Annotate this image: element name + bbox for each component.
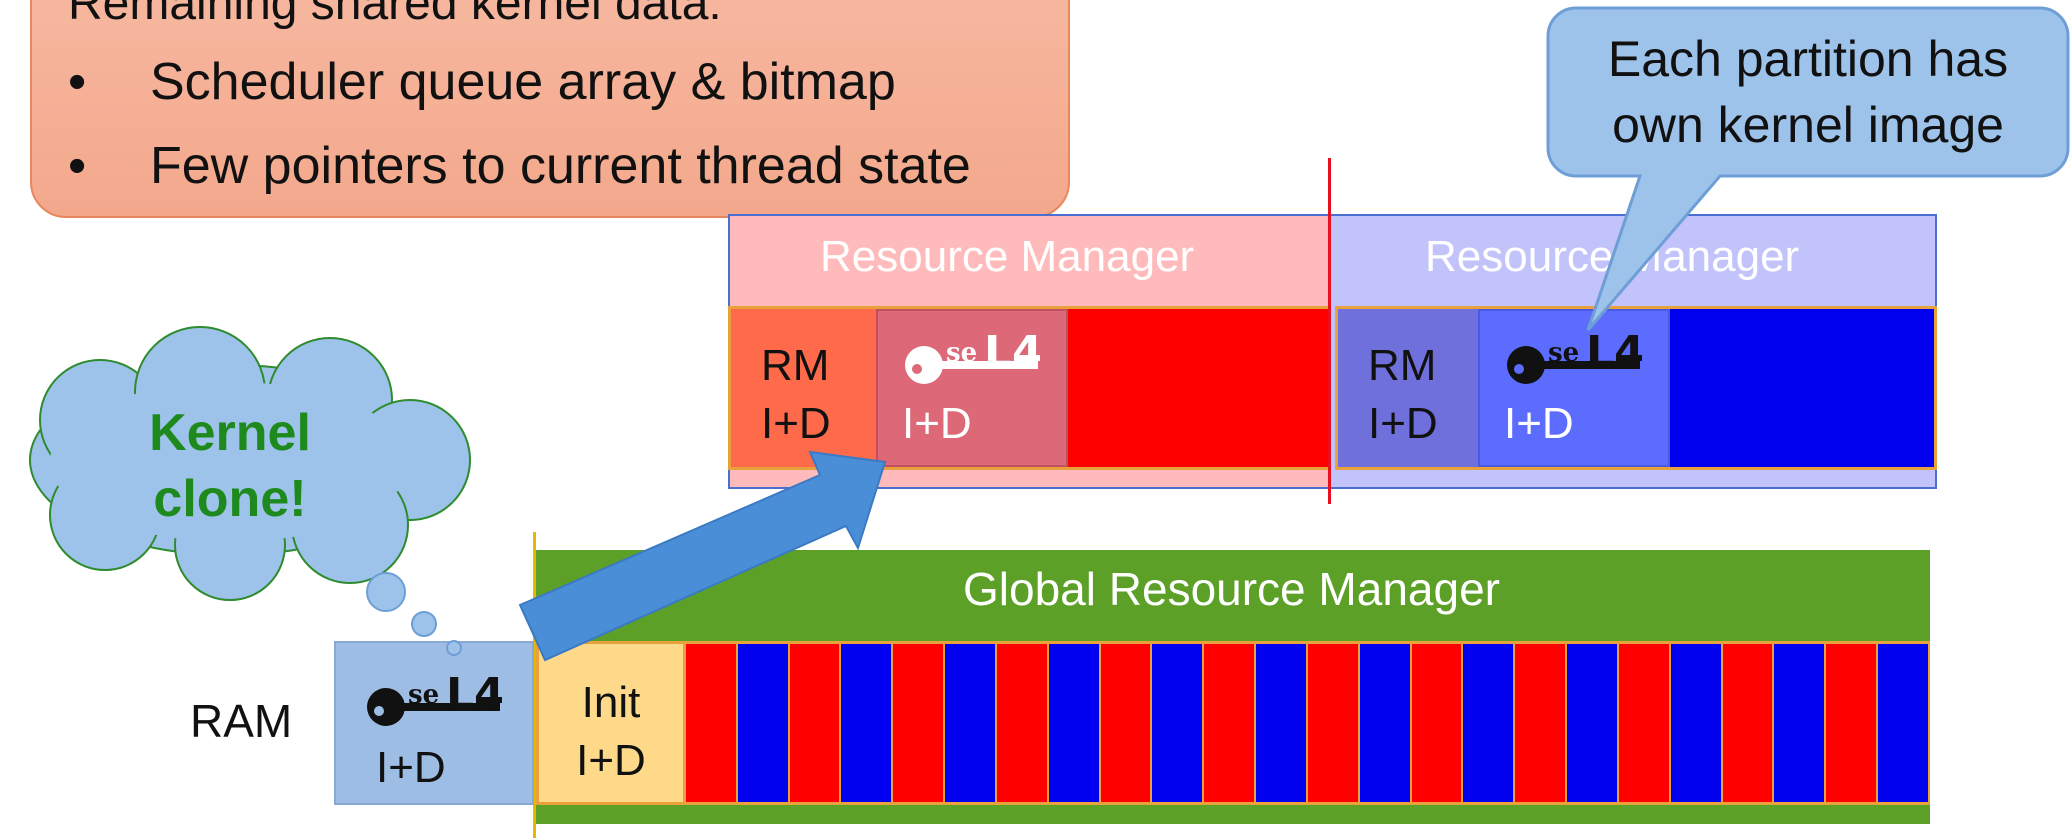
memory-stripe-red bbox=[789, 644, 842, 802]
speech-line: Each partition has bbox=[1607, 31, 2009, 87]
memory-stripe-blue bbox=[1048, 644, 1101, 802]
memory-stripe-red bbox=[1826, 644, 1879, 802]
memory-stripe-red bbox=[1515, 644, 1568, 802]
memory-stripe-blue bbox=[1152, 644, 1205, 802]
memory-stripe-red bbox=[1722, 644, 1775, 802]
id-label: I+D bbox=[761, 399, 831, 448]
rm-code-right: RM I+D bbox=[1338, 309, 1478, 467]
kernel-image-ram: se L4 I+D bbox=[334, 641, 534, 805]
kernel-image-left: se L4 I+D bbox=[876, 309, 1068, 467]
memory-stripe-blue bbox=[1256, 644, 1308, 802]
note-bullet: • Few pointers to current thread state bbox=[68, 136, 971, 196]
thought-cloud bbox=[29, 326, 471, 656]
ram-boundary-line bbox=[533, 532, 536, 838]
memory-stripe-red bbox=[1411, 644, 1464, 802]
svg-text:L4: L4 bbox=[446, 673, 502, 720]
memory-stripe-blue bbox=[841, 644, 894, 802]
svg-text:L4: L4 bbox=[984, 331, 1040, 378]
memory-stripe-red bbox=[893, 644, 946, 802]
memory-stripe-blue bbox=[1463, 644, 1516, 802]
bullet-marker: • bbox=[68, 53, 87, 111]
svg-text:se: se bbox=[1548, 338, 1579, 368]
bullet-text: Scheduler queue array & bitmap bbox=[150, 53, 896, 111]
svg-text:L4: L4 bbox=[1586, 331, 1642, 378]
memory-stripe-red bbox=[1100, 644, 1153, 802]
note-heading: Remaining shared kernel data: bbox=[68, 0, 722, 30]
memory-stripe-blue bbox=[945, 644, 997, 802]
id-label: I+D bbox=[902, 399, 972, 448]
memory-stripe-blue bbox=[1774, 644, 1827, 802]
speech-bubble-text: Each partition has own kernel image bbox=[1548, 26, 2068, 158]
sel4-logo: se L4 bbox=[362, 673, 502, 729]
kernel-image-right: se L4 I+D bbox=[1478, 309, 1670, 467]
memory-stripe-blue bbox=[1567, 644, 1619, 802]
memory-stripe-blue bbox=[737, 644, 790, 802]
shared-kernel-data-note bbox=[30, 0, 1070, 218]
memory-stripe-red bbox=[686, 644, 738, 802]
rm-label: RM bbox=[761, 341, 830, 390]
partition-left-title: Resource Manager bbox=[820, 232, 1195, 281]
sel4-logo: se L4 bbox=[900, 331, 1040, 387]
memory-stripe-blue bbox=[1359, 644, 1412, 802]
bullet-text: Few pointers to current thread state bbox=[150, 137, 971, 195]
memory-stripes bbox=[686, 641, 1930, 805]
partition-divider bbox=[1328, 158, 1331, 504]
sel4-logo: se L4 bbox=[1502, 331, 1642, 387]
rm-code-left: RM I+D bbox=[731, 309, 876, 467]
memory-stripe-red bbox=[996, 644, 1049, 802]
clone-arrow bbox=[518, 450, 887, 662]
memory-stripe-blue bbox=[1878, 644, 1930, 802]
id-label: I+D bbox=[576, 736, 646, 785]
id-label: I+D bbox=[1368, 399, 1438, 448]
memory-stripe-blue bbox=[1670, 644, 1723, 802]
cloud-line: Kernel bbox=[149, 404, 311, 462]
global-resource-manager-title: Global Resource Manager bbox=[963, 563, 1500, 615]
speech-bubble bbox=[1546, 6, 2070, 331]
id-label: I+D bbox=[1504, 399, 1574, 448]
memory-stripe-red bbox=[1618, 644, 1671, 802]
cloud-line: clone! bbox=[153, 470, 307, 528]
svg-text:se: se bbox=[946, 338, 977, 368]
svg-text:se: se bbox=[408, 680, 439, 710]
init-label: Init bbox=[581, 678, 641, 727]
bullet-marker: • bbox=[68, 137, 87, 195]
thought-cloud-text: Kernel clone! bbox=[110, 400, 350, 532]
rm-label: RM bbox=[1368, 341, 1437, 390]
ram-label: RAM bbox=[190, 695, 293, 747]
init-task: Init I+D bbox=[536, 641, 686, 805]
note-bullet: • Scheduler queue array & bitmap bbox=[68, 52, 896, 112]
memory-stripe-red bbox=[1204, 644, 1257, 802]
memory-stripe-red bbox=[1307, 644, 1360, 802]
id-label: I+D bbox=[376, 743, 446, 792]
speech-line: own kernel image bbox=[1612, 97, 2004, 153]
